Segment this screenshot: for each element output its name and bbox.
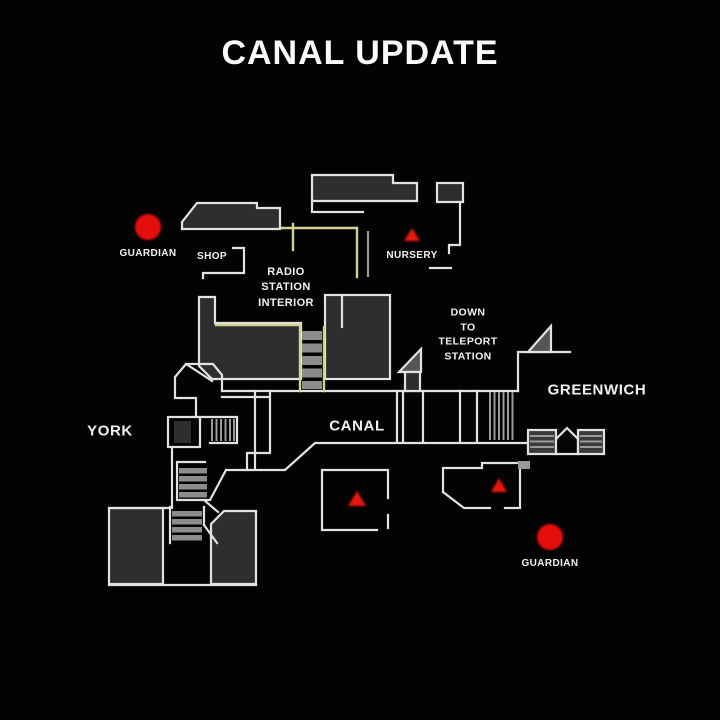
map-outlines: [107, 173, 606, 587]
building-southwest-left: [107, 506, 165, 586]
label-line: TO: [460, 321, 476, 334]
map-highlight-walls: [214, 222, 359, 393]
dock-piers: [395, 389, 479, 443]
wall-york-east-wing: [245, 389, 272, 472]
map-hatch-lines: [211, 392, 602, 448]
label-line: STATION: [261, 281, 311, 294]
greenwich-gate-house: [554, 426, 580, 456]
wall-york-lower-stairs: [175, 460, 228, 514]
building-north: [310, 173, 419, 203]
building-southwest-right: [209, 509, 258, 586]
objective-triangle-canal-square: [348, 491, 366, 506]
label-down-to-teleport-station: DOWN TO TELEPORT STATION: [438, 306, 497, 365]
label-nursery: NURSERY: [386, 250, 438, 261]
label-line: RADIO: [267, 265, 305, 278]
building-canal-east: [441, 461, 522, 510]
road-greenwich-riser: [516, 350, 572, 393]
objective-triangle-nursery: [404, 228, 420, 241]
label-line: STATION: [444, 350, 492, 363]
teleport-tower-flag: [396, 346, 423, 374]
york-room-box: [166, 415, 202, 449]
building-canal-square: [320, 468, 390, 532]
wall-york-stairs-frame: [198, 415, 239, 445]
label-radio-station-interior: RADIO STATION INTERIOR: [258, 265, 314, 311]
wall-nursery-hook: [447, 200, 462, 255]
label-greenwich: GREENWICH: [547, 381, 647, 399]
label-guardian-west: GUARDIAN: [119, 248, 177, 259]
label-line: DOWN: [450, 306, 486, 319]
teleport-tower-post: [403, 370, 422, 393]
road-canal-lower: [224, 441, 530, 472]
wall-southwest-stairwell: [168, 505, 219, 545]
label-shop: SHOP: [197, 251, 227, 262]
york-room-inner: [174, 421, 191, 443]
guardian-marker-south: [537, 524, 563, 550]
wall-shop: [201, 246, 246, 280]
page-title: CANAL UPDATE: [221, 34, 499, 72]
label-line: INTERIOR: [258, 296, 314, 309]
wall-york-top: [184, 362, 224, 393]
building-northwest: [180, 201, 282, 231]
wall-york-peak: [173, 362, 214, 419]
guardian-marker-west: [135, 214, 161, 240]
label-line: TELEPORT: [438, 336, 498, 348]
greenwich-flag: [525, 323, 553, 354]
label-canal: CANAL: [329, 417, 385, 435]
wall-north-detail: [310, 199, 365, 214]
building-nursery-flag: [435, 181, 465, 204]
building-radio-east: [323, 293, 392, 381]
map-markers: [135, 214, 563, 550]
objective-triangle-canal-east: [491, 478, 507, 492]
label-york: YORK: [87, 422, 133, 440]
label-guardian-south: GUARDIAN: [521, 558, 579, 569]
map-stairs: [172, 331, 530, 541]
